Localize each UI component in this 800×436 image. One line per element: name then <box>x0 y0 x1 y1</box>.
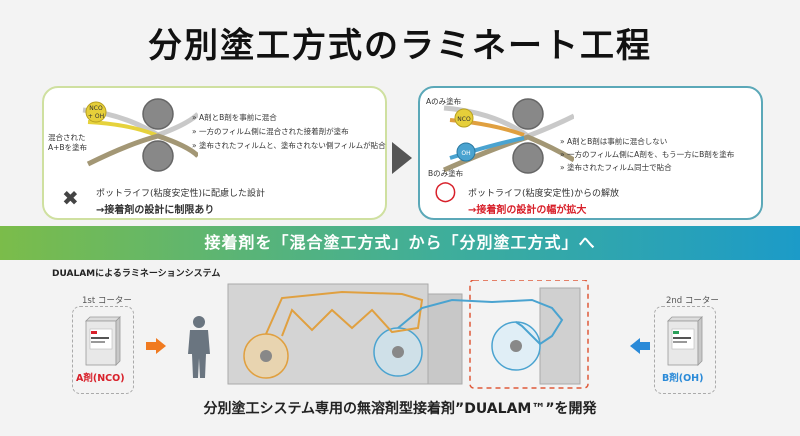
coater2-name: B剤(OH) <box>662 373 704 384</box>
worker-icon <box>188 316 210 378</box>
upper-roll <box>142 98 174 130</box>
coater2-box <box>654 306 716 394</box>
left-eval-line1: ポットライフ(粘度安定性)に配慮した設計 <box>96 189 266 199</box>
left-bullet-1: A剤とB剤を事前に混合 <box>192 112 277 123</box>
blue-web-path <box>397 298 564 346</box>
orange-arrow-icon <box>146 338 166 354</box>
lower-roll <box>142 140 174 172</box>
nco-oh-drop <box>85 101 107 123</box>
left-bullet-2: 一方のフィルム側に混合された接着剤が塗布 <box>192 126 349 137</box>
right-eval-line1: ポットライフ(粘度安定性)からの解放 <box>468 189 620 199</box>
container-a-icon <box>85 316 121 366</box>
right-bullet-1: A剤とB剤は事前に混合しない <box>560 136 667 147</box>
mixed-label-2: A+Bを塗布 <box>48 143 88 152</box>
right-bullet-2: 一方のフィルム側にA剤を、もう一方にB剤を塗布 <box>560 149 734 160</box>
banner-text: 接着剤を「混合塗工方式」から「分別塗工方式」へ <box>204 233 596 252</box>
right-bullet-3: 塗布されたフィルム同士で貼合 <box>560 162 672 173</box>
nco-drop <box>454 108 474 128</box>
lower-roll <box>512 142 544 174</box>
separate-coating-panel: NCO OH Aのみ塗布 Bのみ塗布 A剤とB剤は事前に混合しない 一方のフィル… <box>418 86 763 220</box>
page-title: 分別塗工方式のラミネート工程 <box>148 26 652 66</box>
machine-frame-right <box>427 293 463 385</box>
bottom-film <box>86 133 198 167</box>
coater1-box <box>72 306 134 394</box>
a-only-label: Aのみ塗布 <box>426 97 462 106</box>
mixed-label-1: 混合された <box>48 133 86 142</box>
bottom-caption: 分別塗工システム専用の無溶剤型接着剤”DUALAM™”を開発 <box>203 401 597 417</box>
cross-icon: ✖ <box>62 186 79 210</box>
coater1-name: A剤(NCO) <box>76 373 125 384</box>
circle-icon: ○ <box>434 176 457 206</box>
machine-frame-end <box>539 287 581 385</box>
system-label: DUALAMによるラミネーションシステム <box>52 269 221 279</box>
oh-drop <box>456 142 476 162</box>
nco-label: NCO <box>89 105 103 112</box>
lamination-machine <box>227 280 589 389</box>
left-eval-line2: →接着剤の設計に制限あり <box>96 205 215 216</box>
oh-label: + OH <box>88 113 104 120</box>
blue-arrow-icon <box>630 338 650 354</box>
b-only-label: Bのみ塗布 <box>428 169 464 178</box>
right-eval-line2: →接着剤の設計の幅が拡大 <box>468 205 587 216</box>
headline-banner: 接着剤を「混合塗工方式」から「分別塗工方式」へ <box>0 226 800 260</box>
coater2-label: 2nd コーター <box>666 296 719 306</box>
container-b-icon <box>667 316 703 366</box>
coater1-label: 1st コーター <box>82 296 132 306</box>
orange-web-path <box>265 290 424 337</box>
mixed-coating-diagram: NCO + OH <box>82 98 198 172</box>
right-arrow-icon <box>392 142 412 174</box>
upper-roll <box>512 98 544 130</box>
mixed-coating-panel: NCO + OH 混合された A+Bを塗布 A剤とB剤を事前に混合 一方のフィル… <box>42 86 387 220</box>
nco-label: NCO <box>457 116 471 123</box>
left-bullet-3: 塗布されたフィルムと、塗布されない側フィルムが貼合 <box>192 140 386 151</box>
oh-label: OH <box>461 150 470 157</box>
second-coater-highlight <box>469 280 589 389</box>
